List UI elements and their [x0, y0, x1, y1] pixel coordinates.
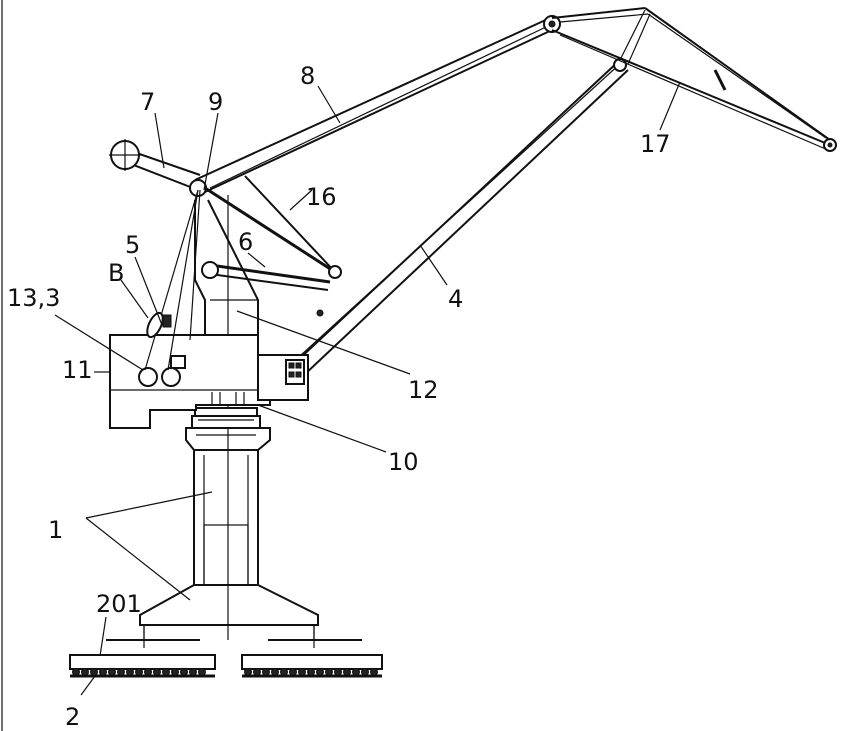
label-8: 8: [300, 62, 315, 90]
wheel: [108, 668, 116, 676]
winch-drums: [138, 355, 186, 387]
wheel: [72, 668, 80, 676]
pulley-block: [162, 314, 172, 328]
wheel: [325, 668, 333, 676]
label-6: 6: [238, 228, 253, 256]
travel-bogies-right: [241, 625, 383, 678]
wheel: [198, 668, 206, 676]
wheel: [298, 668, 306, 676]
wheel: [81, 668, 89, 676]
wheel: [126, 668, 134, 676]
label-13-3: 13,3: [7, 284, 60, 312]
wheel: [162, 668, 170, 676]
label-11: 11: [62, 356, 93, 384]
wheel: [189, 668, 197, 676]
main-boom: [261, 58, 629, 393]
tower-frame: [194, 199, 259, 335]
wheel: [271, 668, 279, 676]
label-2: 2: [65, 703, 80, 731]
leader-lines: [54, 81, 681, 696]
wheel: [253, 668, 261, 676]
wheel: [153, 668, 161, 676]
ropes: [144, 189, 201, 371]
wheel: [90, 668, 98, 676]
label-17: 17: [640, 130, 671, 158]
label-16: 16: [306, 183, 337, 211]
wheel: [262, 668, 270, 676]
wheel: [370, 668, 378, 676]
label-5: 5: [125, 231, 140, 259]
wheel: [352, 668, 360, 676]
wheel: [244, 668, 252, 676]
label-12: 12: [408, 376, 439, 404]
wheel: [343, 668, 351, 676]
label-7: 7: [140, 88, 155, 116]
jib-arm: [194, 7, 837, 193]
wheel: [144, 668, 152, 676]
label-9: 9: [208, 88, 223, 116]
wheel: [334, 668, 342, 676]
slewing-bearing: [191, 407, 261, 429]
counterweight-lever: [109, 139, 201, 191]
luffing-strut: [204, 175, 342, 279]
wheel: [117, 668, 125, 676]
boom-foot: [257, 354, 309, 401]
travel-bogies-left: [69, 625, 216, 678]
hydraulic-cylinder: [201, 261, 331, 291]
wheel: [307, 668, 315, 676]
wheel: [135, 668, 143, 676]
label-10: 10: [388, 448, 419, 476]
label-201: 201: [96, 590, 142, 618]
pulley-b: [146, 311, 164, 339]
wheel: [171, 668, 179, 676]
label-1: 1: [48, 516, 63, 544]
wheel: [316, 668, 324, 676]
wheel: [99, 668, 107, 676]
wheel: [289, 668, 297, 676]
label-4: 4: [448, 285, 463, 313]
label-b: B: [108, 259, 124, 287]
wheel: [280, 668, 288, 676]
wheel: [361, 668, 369, 676]
bogie-wheels: [72, 668, 378, 676]
wheel: [180, 668, 188, 676]
portal-base: [139, 427, 319, 640]
